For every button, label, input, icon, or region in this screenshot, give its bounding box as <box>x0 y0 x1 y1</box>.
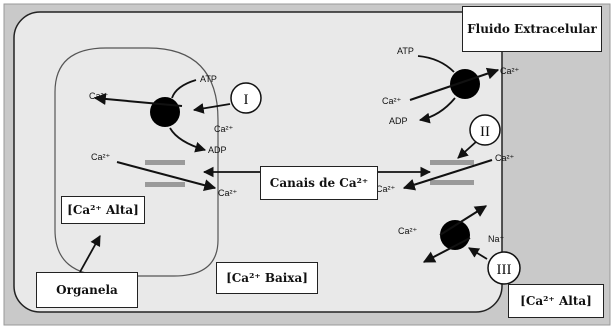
marker-i-label: I <box>244 92 249 108</box>
organelle-ca-high-label: [Ca²⁺ Alta] <box>61 196 145 224</box>
channels-label: Canais de Ca²⁺ <box>260 166 378 200</box>
organelle-text: Organela <box>56 283 118 297</box>
pump-i-atp-arrow <box>171 79 197 99</box>
pump-i-adp-label: ADP <box>208 145 227 155</box>
organelle-pointer <box>79 235 101 273</box>
organelle-channel-ca-out-label: Ca²⁺ <box>218 188 238 198</box>
marker-ii-pointer <box>457 140 478 159</box>
organelle-channel-top <box>145 160 185 165</box>
plasma-pump <box>450 69 480 99</box>
organelle-channel-ca-label: Ca²⁺ <box>91 152 111 162</box>
plasma-pump-adp-arrow <box>418 97 456 124</box>
plasma-pump-ca-arrow <box>409 67 500 101</box>
extracellular-ca-high-label: [Ca²⁺ Alta] <box>508 284 604 318</box>
pump-i <box>150 97 180 127</box>
plasma-pump-adp-label: ADP <box>389 116 408 126</box>
plasma-channel-ca-out-label: Ca²⁺ <box>495 153 515 163</box>
marker-iii-label: III <box>497 262 512 278</box>
plasma-channel-bottom <box>430 180 474 185</box>
cytosol-ca-low-label: [Ca²⁺ Baixa] <box>216 262 318 294</box>
organelle-ca-high-text: [Ca²⁺ Alta] <box>67 203 139 217</box>
extracellular-ca-high-text: [Ca²⁺ Alta] <box>520 294 592 308</box>
plasma-channel-ca-in-label: Ca²⁺ <box>376 184 396 194</box>
extracellular-label: Fluido Extracelular <box>462 6 602 52</box>
organelle-membrane <box>54 47 219 277</box>
plasma-pump-ca-in-label: Ca²⁺ <box>382 96 402 106</box>
marker-iii-pointer <box>468 247 488 260</box>
plasma-channel-top <box>430 160 474 165</box>
marker-i-pointer <box>192 103 231 114</box>
marker-ii-label: II <box>480 124 490 140</box>
pump-i-adp-arrow <box>169 127 207 153</box>
organelle-channel-bottom <box>145 182 185 187</box>
marker-ii <box>469 114 501 146</box>
exchanger-na-label: Na⁺ <box>488 234 505 244</box>
pump-i-ca-arrow <box>93 93 183 107</box>
pump-i-atp-label: ATP <box>200 74 217 84</box>
plasma-pump-atp-label: ATP <box>397 46 414 56</box>
plasma-pump-atp-arrow <box>417 55 455 73</box>
marker-i <box>230 82 262 114</box>
pump-i-ca-label: Ca²⁺ <box>89 91 109 101</box>
pump-i-ca-in-label: Ca²⁺ <box>214 124 234 134</box>
exchanger-na-arrow <box>422 237 471 263</box>
organelle-channel-arrow <box>116 161 217 192</box>
plasma-pump-ca-out-label: Ca²⁺ <box>500 66 520 76</box>
cytosol-ca-low-text: [Ca²⁺ Baixa] <box>226 271 308 285</box>
marker-iii <box>487 251 521 285</box>
organelle-label: Organela <box>36 272 138 308</box>
exchanger-ca-arrow <box>439 205 488 236</box>
channels-text: Canais de Ca²⁺ <box>269 176 369 190</box>
exchanger-ca-label: Ca²⁺ <box>398 226 418 236</box>
plasma-channel-arrow <box>402 159 493 191</box>
